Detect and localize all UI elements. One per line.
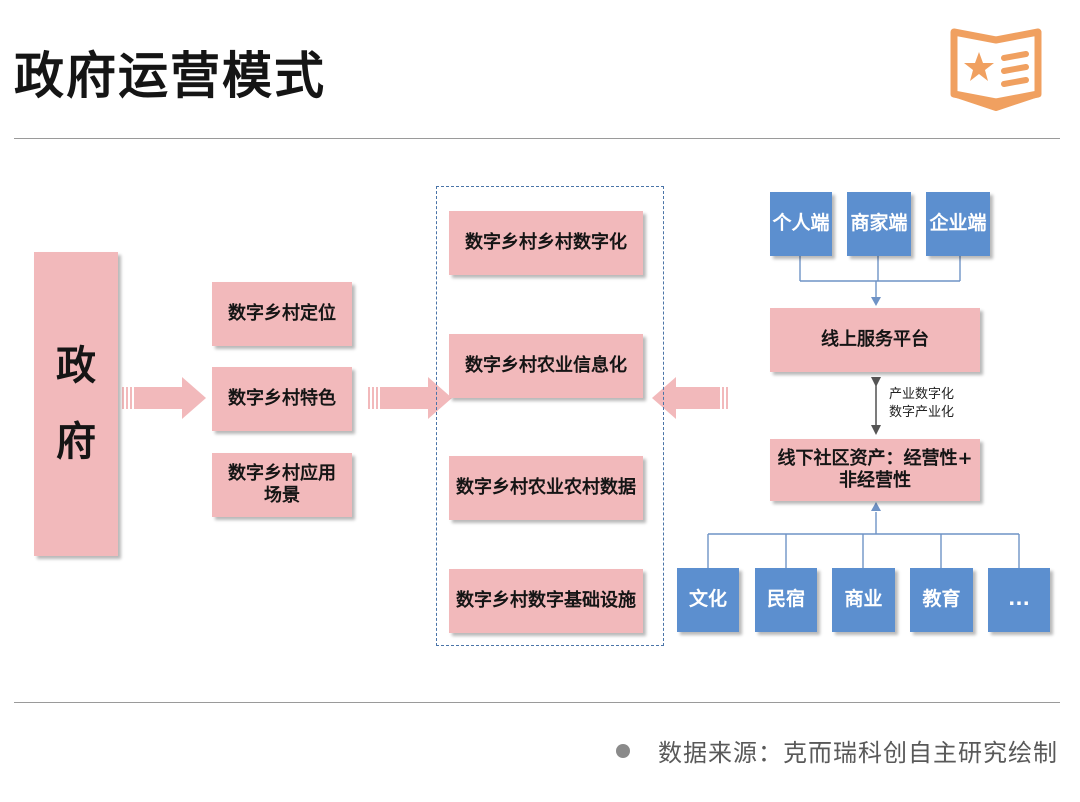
- middle-dashed-group: [436, 186, 664, 646]
- middle-box-agri-informatization: 数字乡村农业信息化: [449, 334, 643, 398]
- book-star-logo-icon: [950, 28, 1042, 111]
- left-box-features: 数字乡村特色: [212, 367, 352, 431]
- middle-box-digital-infrastructure: 数字乡村数字基础设施: [449, 569, 643, 633]
- link-annotation: 产业数字化 数字产业化: [889, 386, 954, 422]
- annotation-digital-industrialization: 数字产业化: [889, 405, 955, 420]
- client-merchant: 商家端: [847, 192, 911, 256]
- arrow-left-to-middle: [368, 377, 452, 419]
- item-homestay: 民宿: [755, 568, 817, 632]
- offline-assets-line1: 线下社区资产：经营性+: [777, 447, 973, 469]
- clients-bracket: [799, 256, 961, 299]
- arrow-right-to-middle: [652, 377, 728, 419]
- annotation-industry-digitalization: 产业数字化: [889, 387, 955, 402]
- page-title: 政府运营模式: [14, 47, 326, 105]
- client-individual: 个人端: [770, 192, 832, 256]
- left-box-positioning: 数字乡村定位: [212, 282, 352, 346]
- left-box-scenarios: 数字乡村应用场景: [212, 453, 352, 517]
- online-service-platform: 线上服务平台: [770, 308, 980, 372]
- bottom-divider: [14, 702, 1060, 703]
- item-culture: 文化: [677, 568, 739, 632]
- offline-community-assets: 线下社区资产：经营性+ 非经营性: [770, 439, 980, 501]
- source-text: 数据来源：克而瑞科创自主研究绘制: [658, 739, 1058, 767]
- source-footer: 数据来源：克而瑞科创自主研究绘制: [616, 733, 1058, 768]
- clients-arrowhead: [871, 297, 881, 306]
- items-bracket: [707, 512, 1020, 568]
- government-box: 政 府: [34, 252, 118, 556]
- government-char-2: 府: [56, 419, 96, 465]
- items-arrowhead: [871, 502, 881, 511]
- bullet-dot-icon: [616, 743, 630, 758]
- government-char-1: 政: [56, 343, 96, 389]
- client-enterprise: 企业端: [926, 192, 990, 256]
- middle-box-agri-rural-data: 数字乡村农业农村数据: [449, 456, 643, 520]
- item-more: ...: [988, 568, 1050, 632]
- middle-box-rural-digitalization: 数字乡村乡村数字化: [449, 211, 643, 275]
- arrow-gov-to-left: [122, 377, 206, 419]
- item-education: 教育: [910, 568, 973, 632]
- top-divider: [14, 138, 1060, 139]
- offline-assets-line2: 非经营性: [839, 470, 911, 491]
- item-commerce: 商业: [832, 568, 895, 632]
